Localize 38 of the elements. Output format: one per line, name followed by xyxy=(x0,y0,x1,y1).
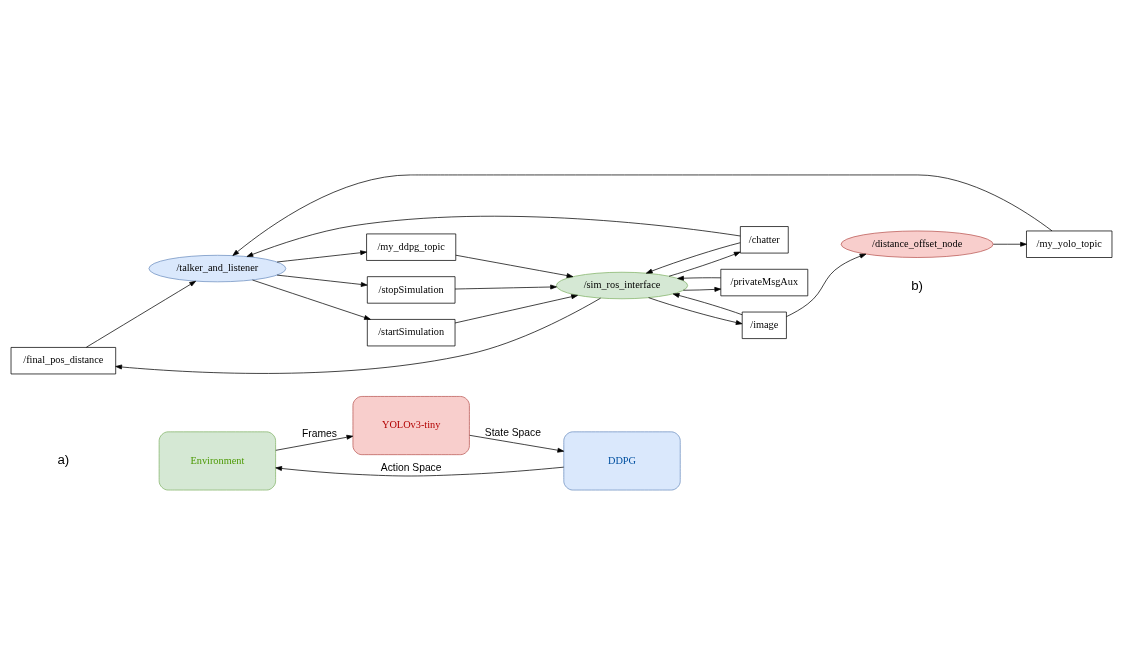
arrow xyxy=(786,253,867,317)
arrow xyxy=(454,284,557,289)
arrow xyxy=(469,434,565,453)
arrow xyxy=(246,215,741,257)
arrow xyxy=(115,297,601,374)
label: a) xyxy=(57,451,70,467)
node-box: DDPG xyxy=(563,430,681,490)
node-box: /stopSimulation xyxy=(366,275,456,304)
arrow xyxy=(645,241,741,274)
node-ellipse: /talker_and_listener xyxy=(148,254,287,282)
arrow xyxy=(275,465,565,476)
node-box: YOLOv3-tiny xyxy=(352,395,470,455)
edge-label: Frames xyxy=(301,427,337,439)
edge-label: Action Space xyxy=(380,461,442,473)
arrow xyxy=(276,274,368,287)
node-box: /startSimulation xyxy=(366,318,456,346)
arrow xyxy=(672,292,743,315)
node-box: /my_ddpg_topic xyxy=(366,233,457,261)
arrow xyxy=(677,275,721,281)
label: b) xyxy=(911,277,924,293)
edge-label: State Space xyxy=(484,426,541,438)
node-box: Environment xyxy=(158,430,276,490)
node-box: /privateMsgAux xyxy=(720,268,809,296)
arrow xyxy=(252,279,371,320)
arrow xyxy=(454,293,578,323)
node-box: /chatter xyxy=(740,225,789,253)
node-box: /my_yolo_topic xyxy=(1026,230,1113,258)
arrow xyxy=(275,434,354,451)
arrow xyxy=(276,249,367,262)
node-box: /final_pos_distance xyxy=(10,346,117,374)
node-box: /image xyxy=(741,311,787,339)
arrow xyxy=(668,251,741,277)
arrow xyxy=(648,296,743,325)
arrow xyxy=(85,280,196,348)
arrow xyxy=(993,241,1027,247)
arrow xyxy=(455,254,574,278)
arrow xyxy=(682,286,722,292)
arrow xyxy=(232,174,1053,256)
